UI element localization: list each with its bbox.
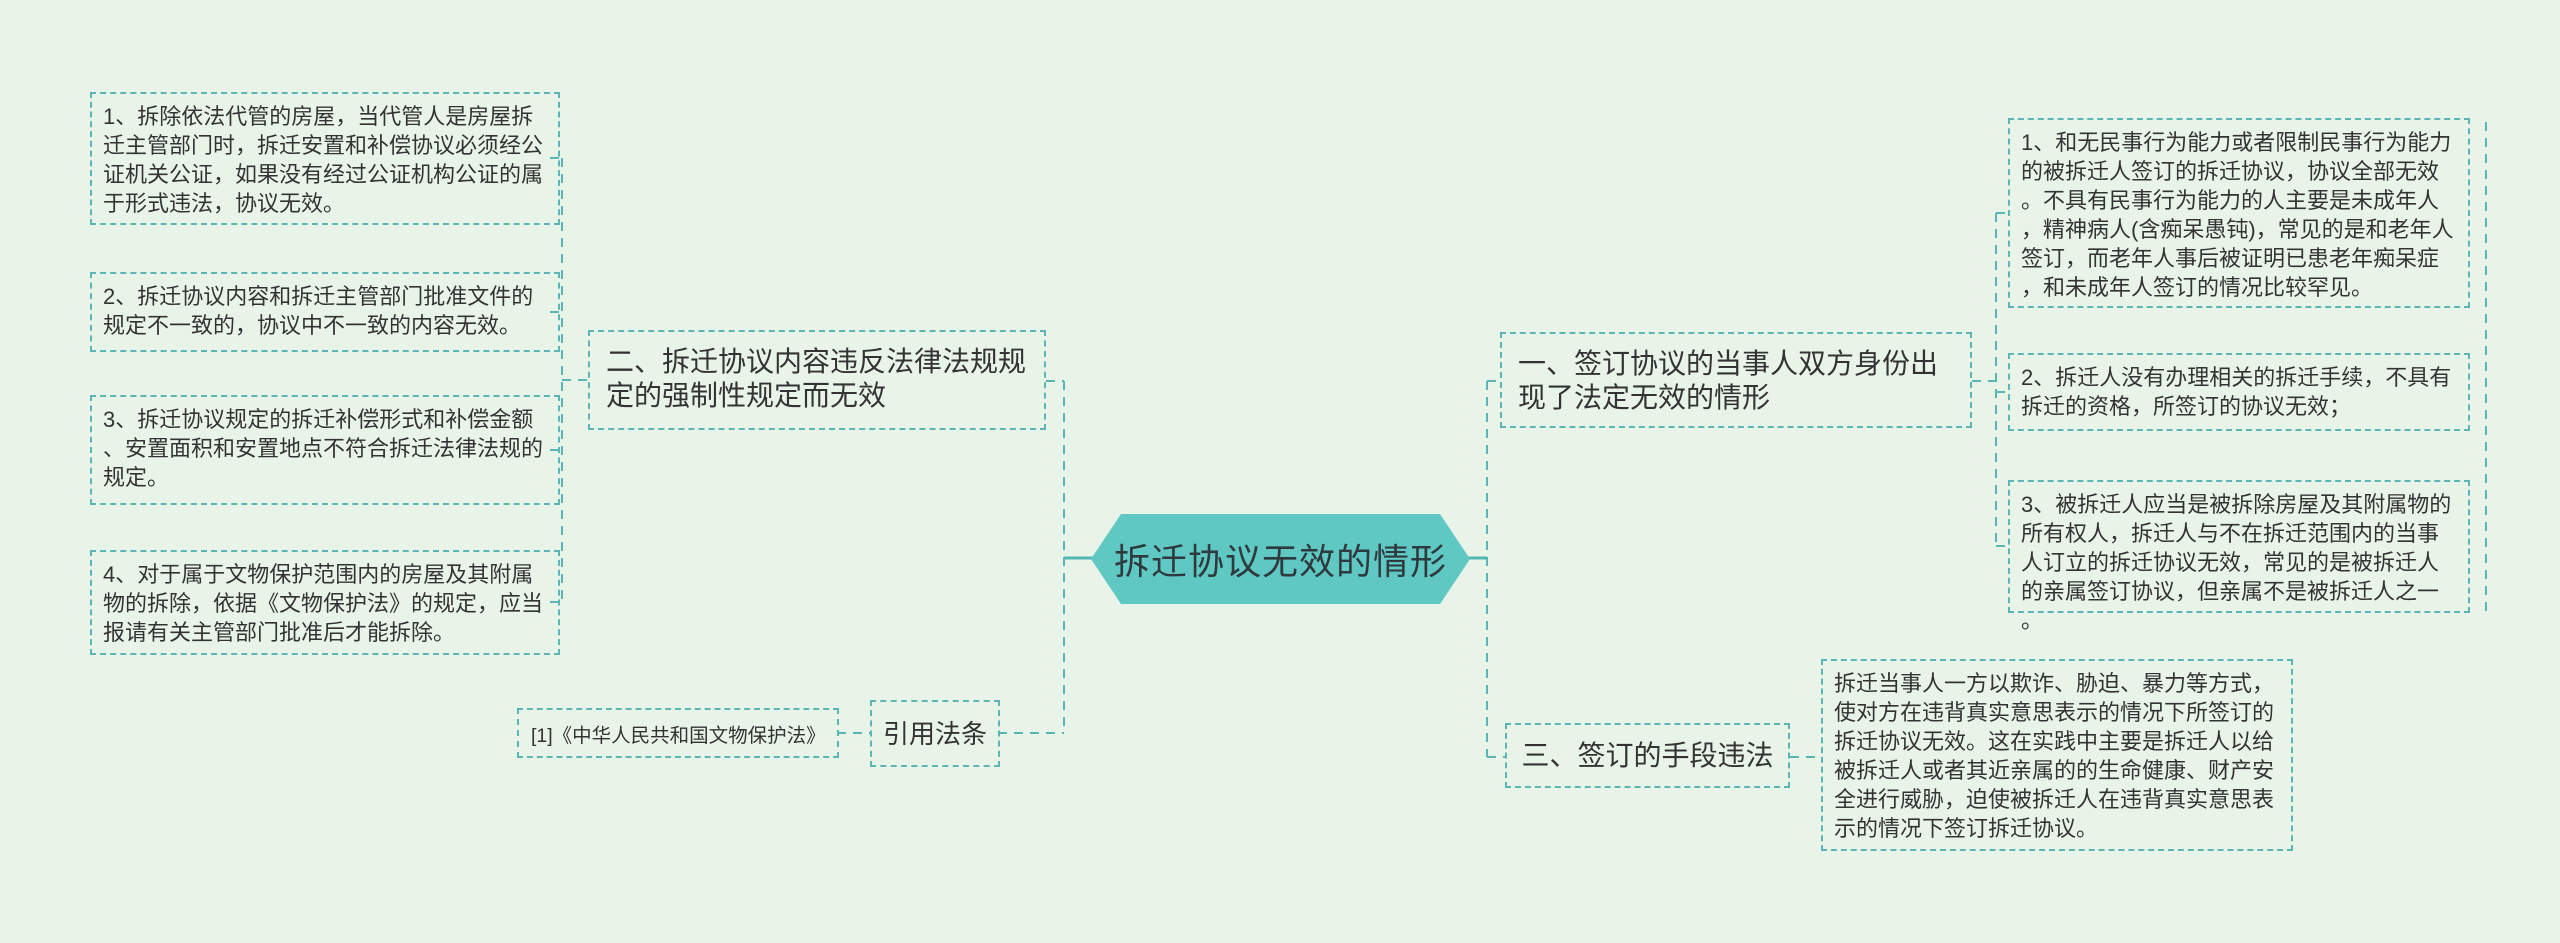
citation-node[interactable]: 引用法条 [870, 700, 1000, 767]
branch-one-item-3[interactable]: 3、被拆迁人应当是被拆除房屋及其附属物的所有权人，拆迁人与不在拆迁范围内的当事人… [2008, 480, 2470, 633]
branch-two-item-4[interactable]: 4、对于属于文物保护范围内的房屋及其附属物的拆除，依据《文物保护法》的规定，应当… [90, 550, 560, 655]
branch-two-item-1[interactable]: 1、拆除依法代管的房屋，当代管人是房屋拆迁主管部门时，拆迁安置和补偿协议必须经公… [90, 92, 560, 225]
branch-one-item-2[interactable]: 2、拆迁人没有办理相关的拆迁手续，不具有拆迁的资格，所签订的协议无效； [2008, 353, 2470, 431]
branch-two-node[interactable]: 二、拆迁协议内容违反法律法规规定的强制性规定而无效 [588, 330, 1046, 430]
branch-three-node[interactable]: 三、签订的手段违法 [1505, 723, 1790, 788]
branch-two-item-3[interactable]: 3、拆迁协议规定的拆迁补偿形式和补偿金额、安置面积和安置地点不符合拆迁法律法规的… [90, 395, 560, 505]
branch-two-item-2[interactable]: 2、拆迁协议内容和拆迁主管部门批准文件的规定不一致的，协议中不一致的内容无效。 [90, 272, 560, 352]
branch-one-item-1[interactable]: 1、和无民事行为能力或者限制民事行为能力的被拆迁人签订的拆迁协议，协议全部无效。… [2008, 118, 2470, 308]
branch-three-item-1[interactable]: 拆迁当事人一方以欺诈、胁迫、暴力等方式，使对方在违背真实意思表示的情况下所签订的… [1821, 659, 2293, 851]
center-node[interactable]: 拆迁协议无效的情形 [1091, 514, 1470, 604]
law-reference-box[interactable]: [1]《中华人民共和国文物保护法》 [517, 708, 839, 758]
branch-one-node[interactable]: 一、签订协议的当事人双方身份出现了法定无效的情形 [1500, 332, 1972, 428]
